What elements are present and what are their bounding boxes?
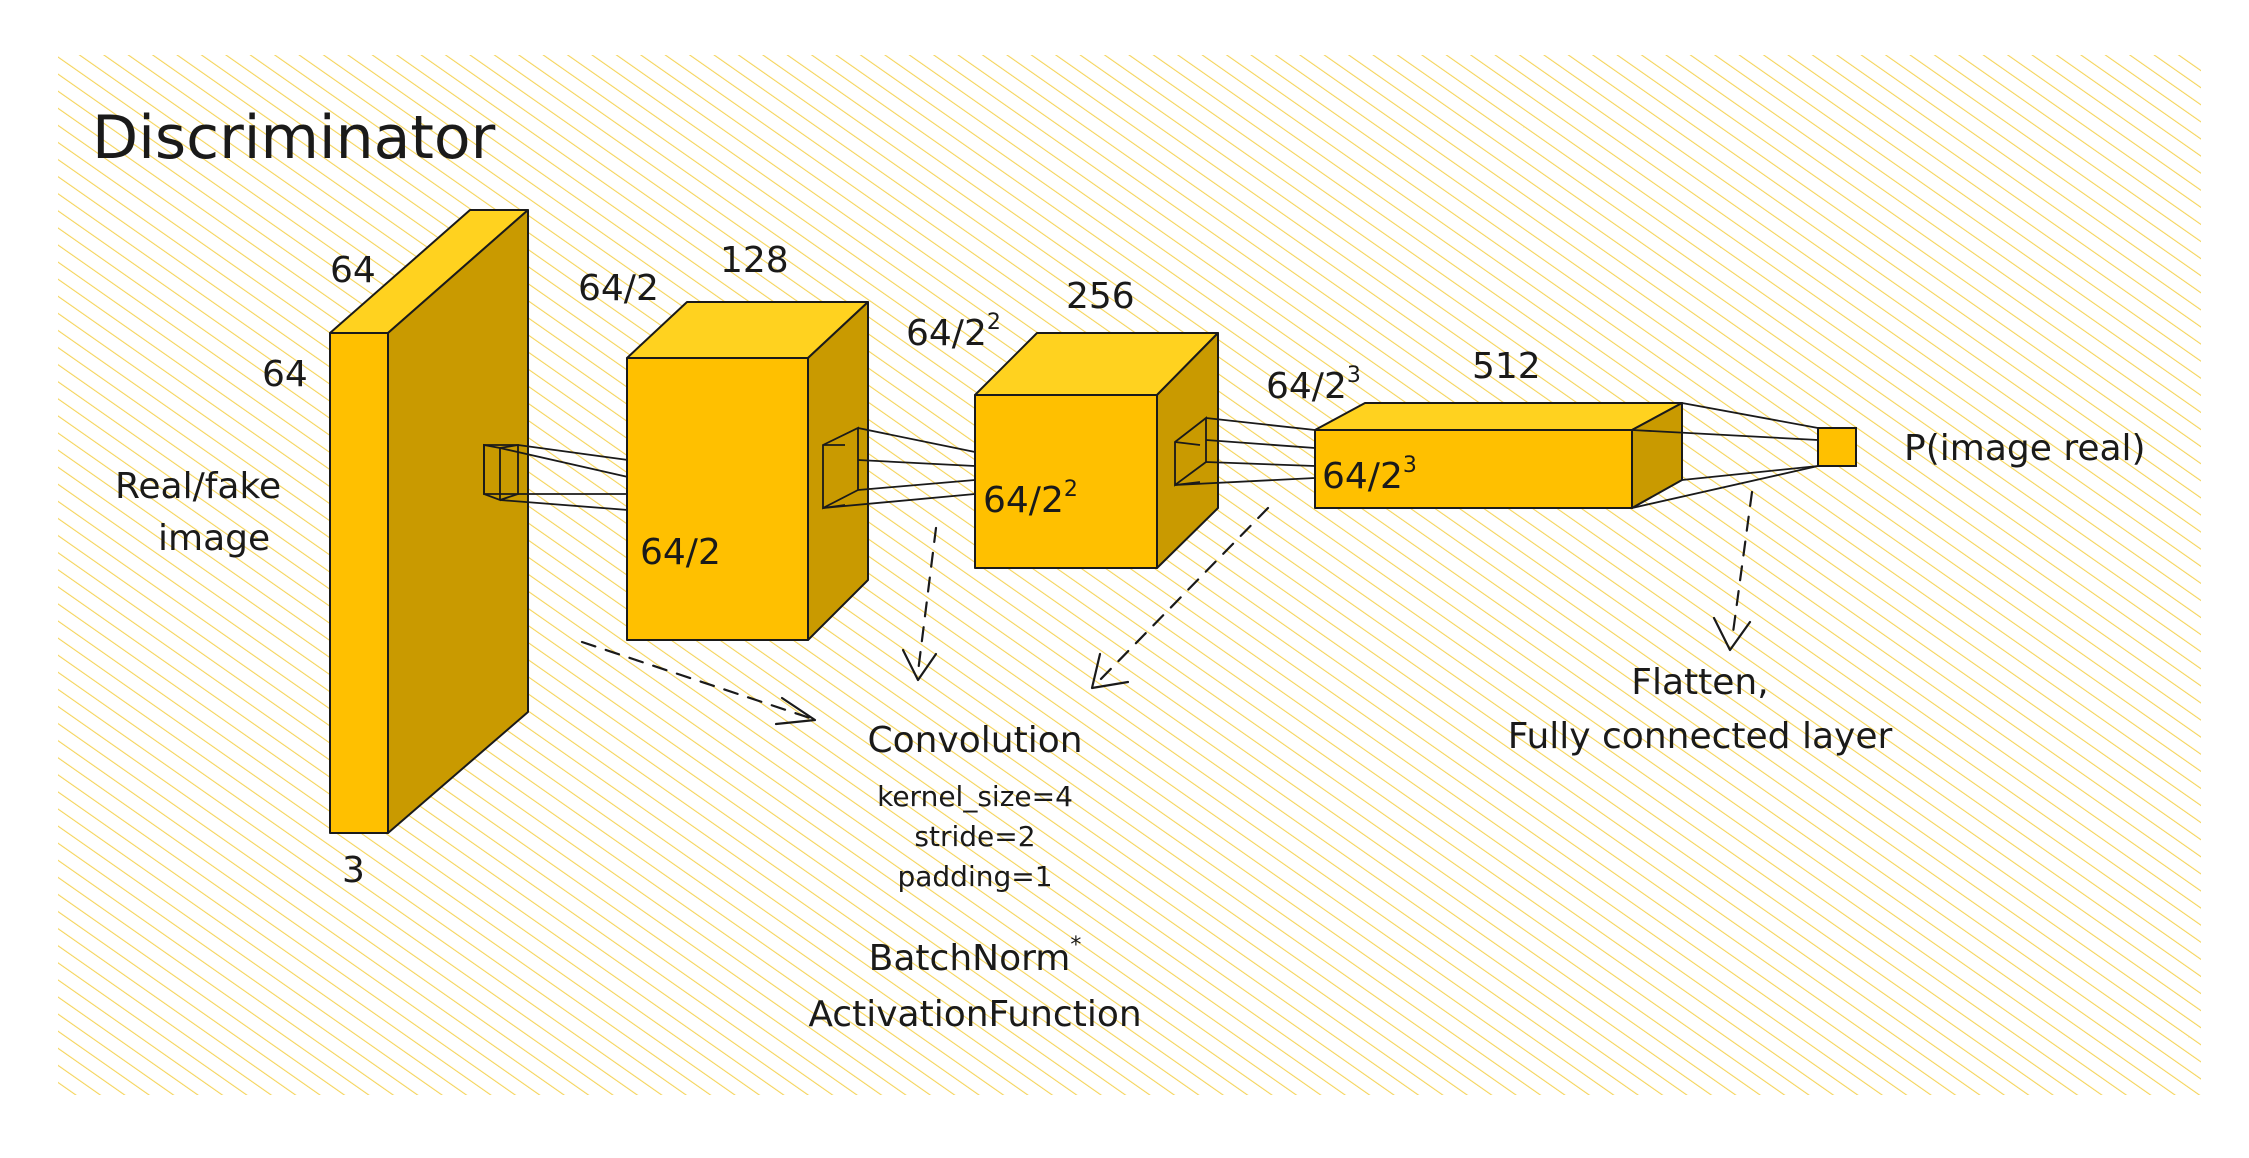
activation-label: ActivationFunction [808,994,1141,1035]
output-node [1817,427,1857,467]
arrow-layer2-to-conv [1096,506,1270,684]
layer2-front-base: 64/2 [983,480,1064,521]
arrowhead-input-to-conv [774,696,817,726]
convolution-padding: padding=1 [897,860,1052,893]
input-width-label: 64 [330,250,376,291]
layer2-front-exp: 2 [1064,477,1078,502]
kernel-window-1 [483,443,629,511]
layer3-front-exp: 3 [1403,453,1417,478]
batchnorm-asterisk: * [1070,933,1081,958]
output-label: P(image real) [1904,428,2146,469]
layer3-front-base: 64/2 [1322,456,1403,497]
convolution-stride: stride=2 [914,820,1035,853]
input-caption-line1: Real/fake [115,466,281,507]
input-channels-label: 3 [342,850,365,891]
input-block-front [329,332,389,834]
arrowhead-to-flatten [1712,616,1752,652]
layer2-depth-label: 64/22 [906,310,1001,354]
dashed-arrows [580,490,1754,726]
layer2-depth-base: 64/2 [906,313,987,354]
arrow-input-to-conv [580,640,812,720]
layer1-depth-label: 64/2 [578,268,659,309]
output-projection [1631,402,1819,509]
layer3-front [1314,429,1633,509]
layer2-front [974,394,1158,569]
layer2-block [974,332,1219,569]
convolution-title: Convolution [867,720,1082,761]
layer3-front-label: 64/23 [1322,453,1417,497]
input-caption-line2: image [158,518,270,559]
layer2-depth-exp: 2 [987,310,1001,335]
flatten-label-line1: Flatten, [1631,662,1768,703]
batchnorm-text: BatchNorm [869,938,1071,979]
flatten-label-line2: Fully connected layer [1508,716,1893,757]
input-block [329,209,529,834]
layer1-front-label: 64/2 [640,532,721,573]
arrowhead-layer1-to-conv [901,648,938,682]
layer1-side [807,301,869,641]
arrow-to-flatten [1730,490,1754,642]
layer1-channels-label: 128 [720,240,789,281]
layer3-depth-exp: 3 [1347,363,1361,388]
layer3-depth-label: 64/23 [1266,363,1361,407]
arrow-layer1-to-conv [916,526,938,674]
diagram-title: Discriminator [92,103,496,173]
arrowhead-layer2-to-conv [1090,652,1130,690]
layer1-front [626,357,809,641]
layer3-block [1314,402,1683,509]
layer2-channels-label: 256 [1066,276,1135,317]
layer3-top [1314,402,1683,431]
kernel-window-2 [822,426,976,510]
layer3-depth-base: 64/2 [1266,366,1347,407]
layer2-front-label: 64/22 [983,477,1078,521]
batchnorm-label: BatchNorm* [869,933,1082,979]
convolution-kernel-size: kernel_size=4 [877,780,1073,813]
layer3-channels-label: 512 [1472,346,1541,387]
input-height-label: 64 [262,354,308,395]
layer1-block [626,301,869,641]
kernel-window-3 [1174,416,1316,487]
